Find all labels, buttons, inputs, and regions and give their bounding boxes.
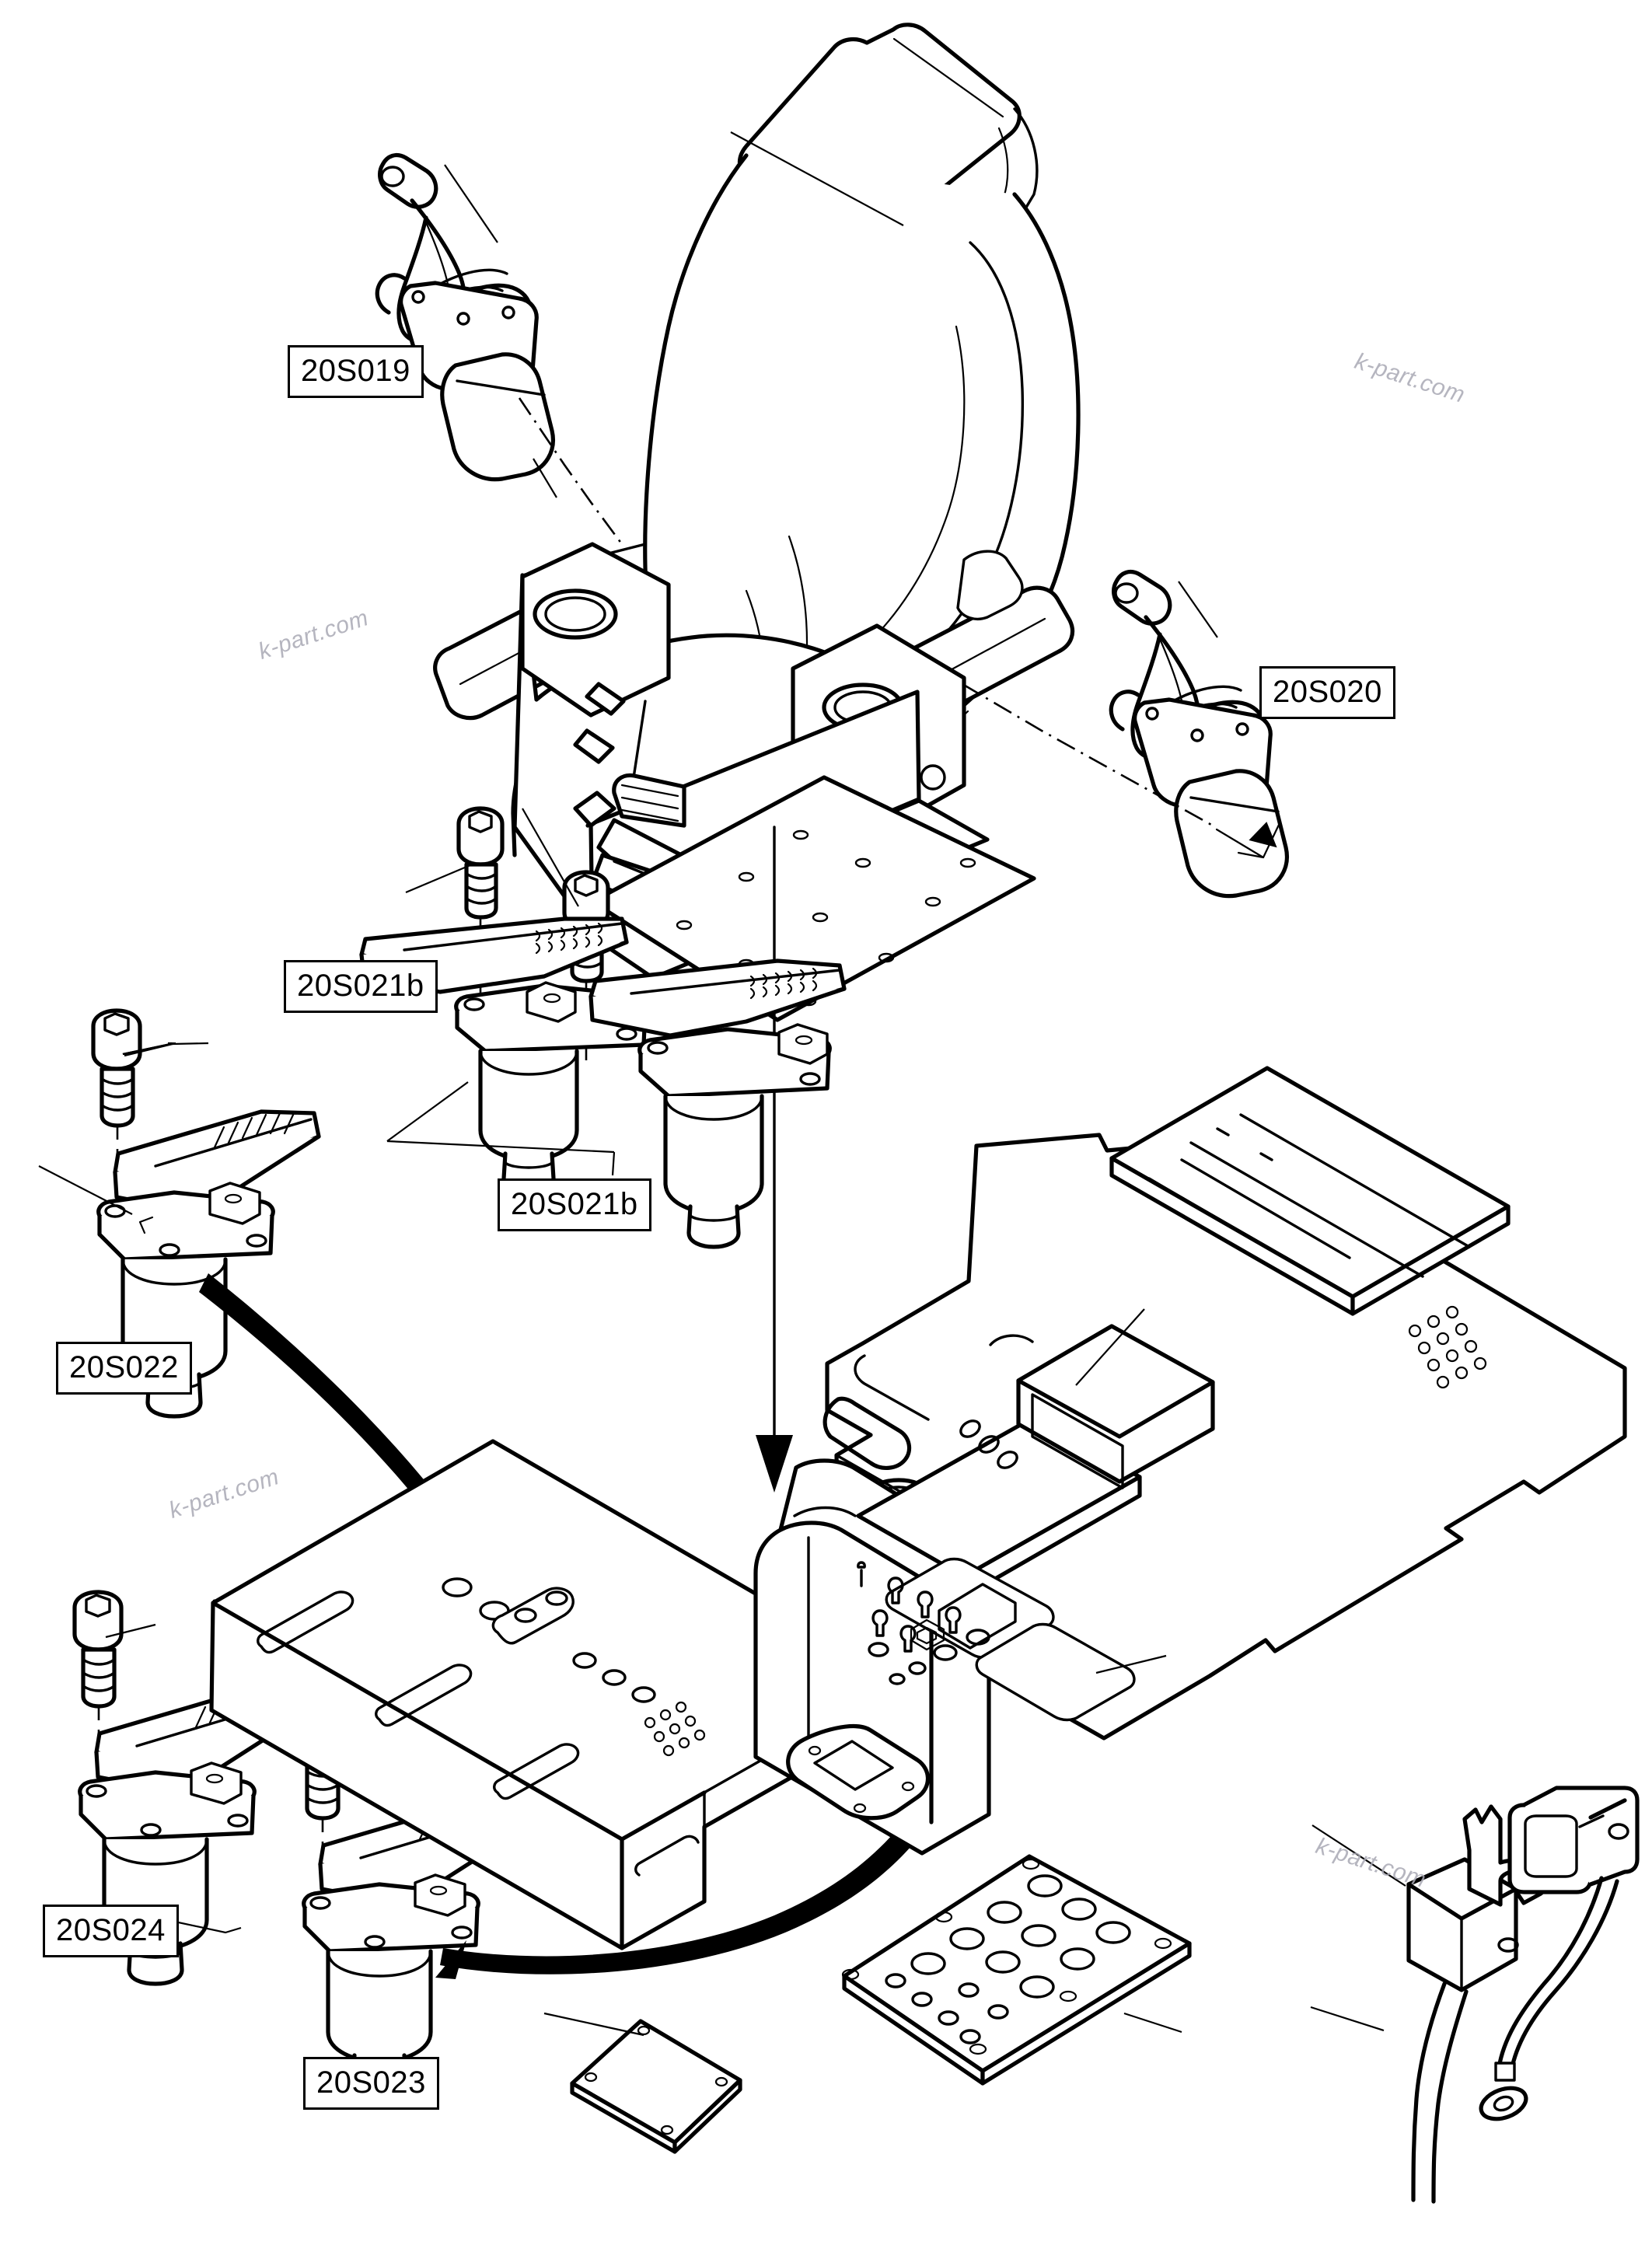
seat-leader-line [730, 131, 904, 226]
callout-20s019[interactable]: 20S019 [288, 345, 424, 398]
floor-deck [209, 1066, 1627, 1950]
single-pedal-valve-upper-left [38, 1008, 321, 1419]
callout-20s024[interactable]: 20S024 [43, 1905, 179, 1957]
left-joystick-axis [518, 397, 623, 545]
twin-pedal-screw-leader-2 [522, 808, 579, 907]
relay-box-assembly [1479, 1786, 1640, 2121]
right-joystick-controller [1109, 570, 1289, 899]
pedal-swing-arrow-right [435, 1785, 948, 1979]
left-joystick-leader-2 [533, 458, 557, 498]
seat-drop-axis [756, 826, 793, 1493]
socket-head-cap-screw [72, 1590, 124, 1709]
right-joystick-leader [1178, 581, 1218, 638]
callout-20s021b-left[interactable]: 20S021b [284, 960, 438, 1013]
left-joystick-controller [375, 153, 555, 482]
right-joystick-axis [962, 683, 1214, 827]
callout-20s021b-right[interactable]: 20S021b [498, 1178, 651, 1231]
socket-head-cap-screw [456, 806, 505, 920]
socket-head-cap-screw [91, 1008, 142, 1128]
twin-pedal-screw-leader-1 [405, 861, 477, 894]
perforated-floor-mat [841, 1854, 1192, 2086]
small-cover-plate [543, 2012, 742, 2154]
callout-20s020[interactable]: 20S020 [1259, 666, 1395, 719]
right-instrument-console [753, 1308, 1215, 1856]
callout-20s023[interactable]: 20S023 [303, 2057, 439, 2110]
left-joystick-leader [444, 164, 498, 243]
callout-20s022[interactable]: 20S022 [56, 1342, 192, 1395]
